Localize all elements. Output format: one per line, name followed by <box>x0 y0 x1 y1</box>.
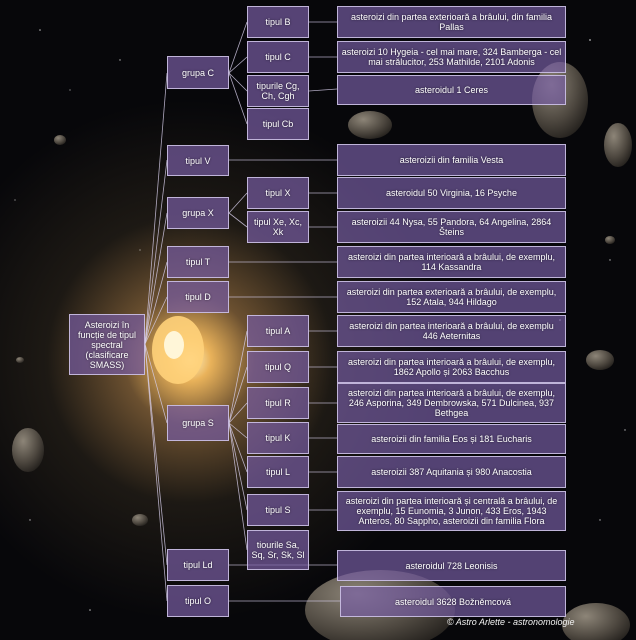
desc-a: asteroizi din partea interioară a brâulu… <box>337 315 566 347</box>
desc-l-text: asteroizii 387 Aquitania și 980 Anacosti… <box>371 467 532 477</box>
type-c-label: tipul C <box>265 52 291 62</box>
desc-x: asteroidul 50 Virginia, 16 Psyche <box>337 177 566 209</box>
copyright-text: © Astro Arlette - astronomologie <box>447 617 575 627</box>
type-k-node: tipul K <box>247 422 309 454</box>
type-cb-label: tipul Cb <box>262 119 294 129</box>
type-r-node: tipul R <box>247 387 309 419</box>
desc-d-text: asteroizi din partea exterioară a brâulu… <box>346 287 557 307</box>
type-q-node: tipul Q <box>247 351 309 383</box>
type-s-label: tipul S <box>265 505 291 515</box>
type-b-label: tipul B <box>265 17 291 27</box>
desc-xe-text: asteroizii 44 Nysa, 55 Pandora, 64 Angel… <box>351 217 552 237</box>
desc-v-text: asteroizii din familia Vesta <box>399 155 504 165</box>
type-cg-node: tipurile Cg, Ch, Cgh <box>247 75 309 107</box>
group-s-label: grupa S <box>182 418 214 428</box>
desc-o-text: asteroidul 3628 Božněmcová <box>394 596 512 607</box>
desc-cg: asteroidul 1 Ceres <box>337 75 566 105</box>
desc-c: asteroizi 10 Hygeia - cel mai mare, 324 … <box>337 41 566 73</box>
type-t-node: tipul T <box>167 246 229 278</box>
desc-a-text: asteroizi din partea interioară a brâulu… <box>349 321 554 341</box>
type-cg-label: tipurile Cg, Ch, Cgh <box>256 81 300 101</box>
type-d-label: tipul D <box>185 292 211 302</box>
desc-s: asteroizi din partea interioară și centr… <box>337 491 566 531</box>
desc-b-text: asteroizi din partea exterioară a brâulu… <box>350 12 553 32</box>
group-c-node: grupa C <box>167 56 229 89</box>
root-label: Asteroizi în funcție de tipul spectral (… <box>77 319 137 370</box>
type-cb-node: tipul Cb <box>247 108 309 140</box>
desc-x-text: asteroidul 50 Virginia, 16 Psyche <box>386 188 517 198</box>
desc-v: asteroizii din familia Vesta <box>337 144 566 176</box>
type-l-label: tipul L <box>265 467 291 477</box>
type-b-node: tipul B <box>247 6 309 38</box>
desc-c-text: asteroizi 10 Hygeia - cel mai mare, 324 … <box>341 47 562 67</box>
group-c-label: grupa C <box>181 67 215 78</box>
desc-t: asteroizi din partea interioară a brâulu… <box>337 246 566 278</box>
type-ssub-label: tiourile Sa, Sq, Sr, Sk, Sl <box>251 540 305 560</box>
desc-l: asteroizii 387 Aquitania și 980 Anacosti… <box>337 456 566 488</box>
desc-b: asteroizi din partea exterioară a brâulu… <box>337 6 566 38</box>
type-a-node: tipul A <box>247 315 309 347</box>
root-node: Asteroizi în funcție de tipul spectral (… <box>69 314 145 375</box>
desc-d: asteroizi din partea exterioară a brâulu… <box>337 281 566 313</box>
type-d-node: tipul D <box>167 281 229 313</box>
type-r-label: tipul R <box>265 398 291 408</box>
desc-q: asteroizi din partea interioară a brâulu… <box>337 351 566 383</box>
type-c-node: tipul C <box>247 41 309 73</box>
type-o-label: tipul O <box>184 596 211 606</box>
desc-k-text: asteroizii din familia Eos și 181 Euchar… <box>371 434 532 444</box>
type-xe-node: tipul Xe, Xc, Xk <box>247 211 309 243</box>
type-v-node: tipul V <box>167 145 229 176</box>
desc-ld-text: asteroidul 728 Leonisis <box>405 560 498 571</box>
desc-ld: asteroidul 728 Leonisis <box>337 550 566 581</box>
type-q-label: tipul Q <box>264 362 291 372</box>
type-x-label: tipul X <box>265 188 291 198</box>
desc-xe: asteroizii 44 Nysa, 55 Pandora, 64 Angel… <box>337 211 566 243</box>
desc-t-text: asteroizi din partea interioară a brâulu… <box>347 252 556 272</box>
type-o-node: tipul O <box>167 585 229 617</box>
type-ld-label: tipul Ld <box>183 560 213 570</box>
desc-cg-text: asteroidul 1 Ceres <box>414 85 489 95</box>
group-s-node: grupa S <box>167 405 229 441</box>
group-x-label: grupa X <box>182 208 214 218</box>
type-l-node: tipul L <box>247 456 309 488</box>
desc-k: asteroizii din familia Eos și 181 Euchar… <box>337 424 566 454</box>
desc-o: asteroidul 3628 Božněmcová <box>340 586 566 617</box>
desc-r: asteroizi din partea interioară a brâulu… <box>337 383 566 423</box>
type-a-label: tipul A <box>265 326 291 336</box>
desc-r-text: asteroizi din partea interioară a brâulu… <box>347 388 556 418</box>
type-v-label: tipul V <box>185 155 211 166</box>
type-k-label: tipul K <box>265 433 291 443</box>
type-xe-label: tipul Xe, Xc, Xk <box>253 217 303 237</box>
desc-s-text: asteroizi din partea interioară și centr… <box>345 496 558 526</box>
type-s-node: tipul S <box>247 494 309 526</box>
type-x-node: tipul X <box>247 177 309 209</box>
type-ssub-node: tiourile Sa, Sq, Sr, Sk, Sl <box>247 530 309 570</box>
type-t-label: tipul T <box>185 257 211 267</box>
desc-q-text: asteroizi din partea interioară a brâulu… <box>347 357 556 377</box>
type-ld-node: tipul Ld <box>167 549 229 581</box>
group-x-node: grupa X <box>167 197 229 229</box>
